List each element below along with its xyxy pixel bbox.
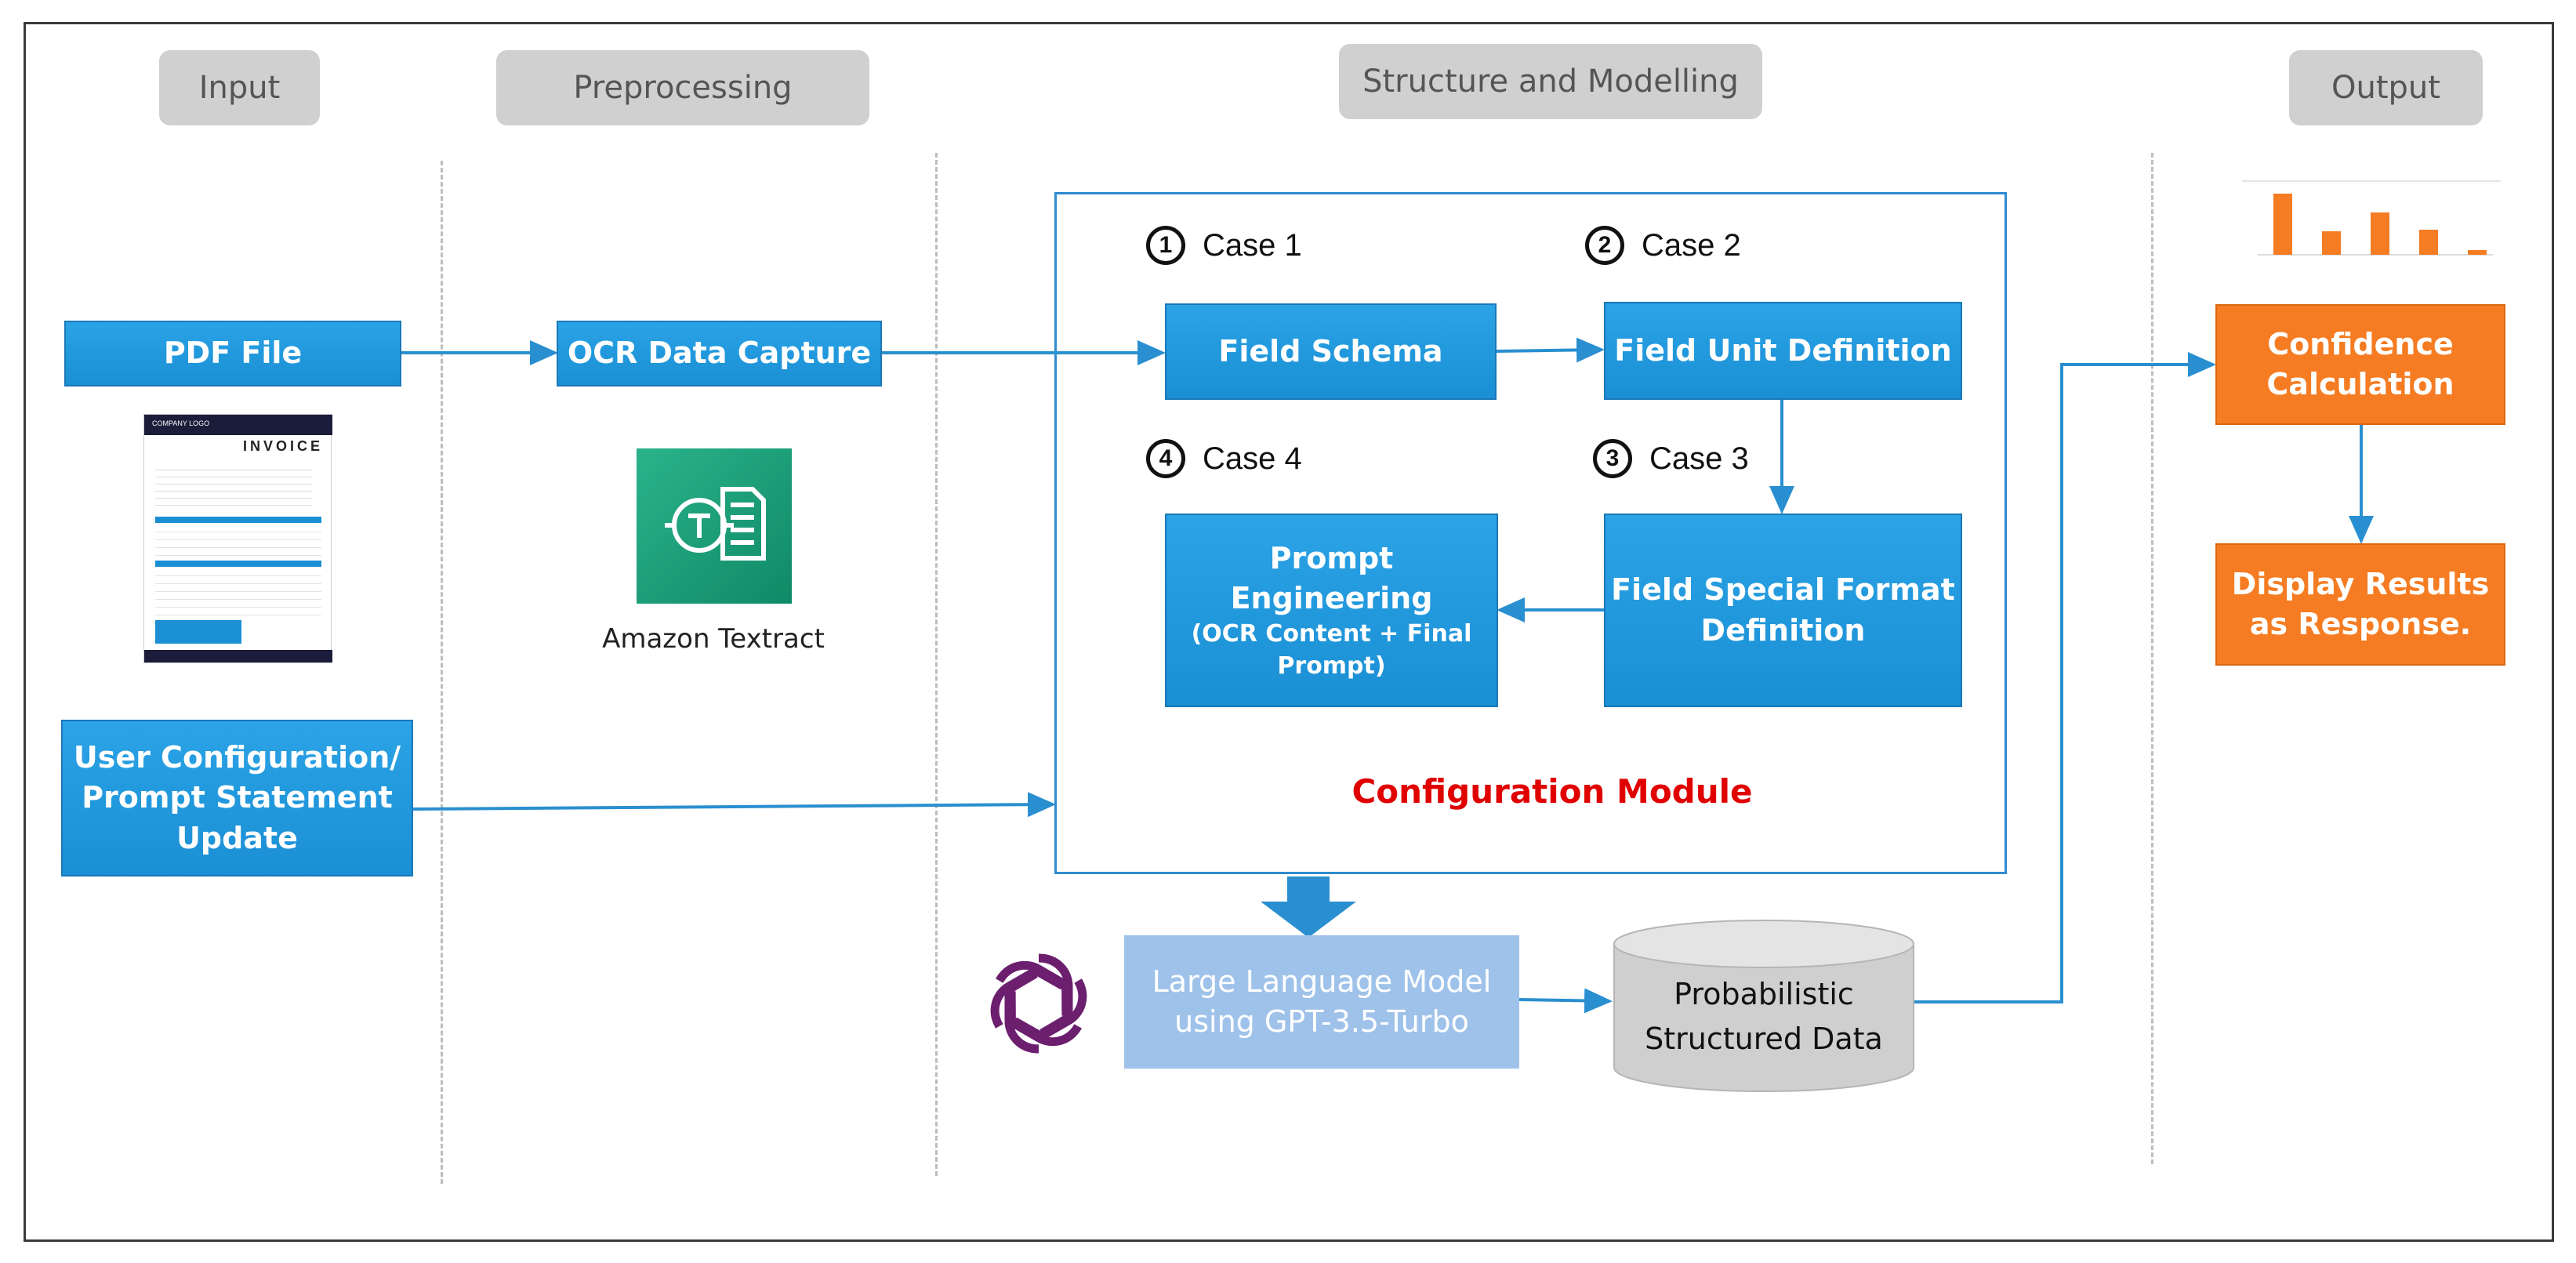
confidence-line-2: Calculation [2266, 367, 2454, 401]
case-1-text: Case 1 [1203, 227, 1302, 263]
case-2-number: 2 [1585, 226, 1624, 265]
display-results-box: Display Results as Response. [2215, 543, 2505, 666]
special-format-line-1: Field Special Format [1611, 572, 1955, 608]
db-line-2: Structured Data [1645, 1022, 1883, 1056]
invoice-title: INVOICE [242, 438, 323, 454]
prompt-line-2: Engineering [1230, 581, 1433, 615]
display-line-1: Display Results [2231, 566, 2490, 601]
confidence-calculation-box: Confidence Calculation [2215, 304, 2505, 425]
user-configuration-box: User Configuration/ Prompt Statement Upd… [61, 720, 413, 876]
phase-preprocessing: Preprocessing [496, 50, 869, 125]
user-config-line-3: Update [176, 820, 298, 855]
case-2-text: Case 2 [1642, 227, 1741, 263]
separator-2 [935, 153, 938, 1176]
prompt-line-3: (OCR Content + Final [1191, 620, 1472, 648]
invoice-logo: COMPANY LOGO [152, 419, 210, 427]
confidence-line-1: Confidence [2267, 326, 2454, 361]
pdf-file-box: PDF File [64, 321, 401, 387]
field-unit-definition-box: Field Unit Definition [1604, 302, 1962, 400]
llm-line-2: using GPT-3.5-Turbo [1174, 1004, 1469, 1039]
case-3-label: 3 Case 3 [1593, 439, 1749, 478]
phase-input: Input [159, 50, 320, 125]
arrow-schema-to-unit [1496, 337, 1605, 363]
arrow-module-to-llm [1261, 876, 1356, 938]
prompt-engineering-box: Prompt Engineering (OCR Content + Final … [1165, 514, 1498, 707]
case-4-label: 4 Case 4 [1146, 439, 1302, 478]
case-4-number: 4 [1146, 439, 1185, 478]
case-1-label: 1 Case 1 [1146, 226, 1302, 265]
special-format-line-2: Definition [1700, 612, 1866, 648]
bar-chart-thumbnail [2242, 176, 2501, 270]
amazon-textract-label: Amazon Textract [602, 623, 825, 655]
database-cylinder [1613, 920, 1914, 1092]
prompt-line-4: Prompt) [1277, 651, 1386, 680]
configuration-module-container [1054, 192, 2007, 874]
arrow-db-to-confidence [1914, 352, 2216, 1004]
arrow-llm-to-db [1518, 988, 1613, 1014]
separator-3 [2151, 153, 2153, 1164]
prompt-line-1: Prompt [1269, 540, 1394, 575]
diagram-frame [24, 22, 2554, 1242]
case-1-number: 1 [1146, 226, 1185, 265]
llm-line-1: Large Language Model [1152, 964, 1492, 999]
phase-output: Output [2289, 50, 2483, 125]
user-config-line-1: User Configuration/ [73, 740, 401, 775]
field-schema-box: Field Schema [1165, 303, 1497, 400]
display-line-2: as Response. [2249, 607, 2472, 641]
case-3-text: Case 3 [1649, 441, 1749, 476]
user-config-line-2: Prompt Statement [82, 780, 393, 815]
case-2-label: 2 Case 2 [1585, 226, 1741, 265]
openai-logo-icon [976, 941, 1101, 1066]
case-3-number: 3 [1593, 439, 1632, 478]
invoice-thumbnail: COMPANY LOGO INVOICE [143, 414, 332, 663]
amazon-textract-icon [637, 448, 792, 604]
field-special-format-box: Field Special Format Definition [1604, 514, 1962, 707]
ocr-data-capture-box: OCR Data Capture [557, 321, 882, 387]
arrow-userconfig-to-module [412, 792, 1056, 818]
llm-box: Large Language Model using GPT-3.5-Turbo [1124, 935, 1519, 1069]
configuration-module-title: Configuration Module [1351, 772, 1753, 811]
case-4-text: Case 4 [1203, 441, 1302, 476]
probabilistic-data-label: Probabilistic Structured Data [1615, 972, 1913, 1062]
phase-structure-modelling: Structure and Modelling [1339, 44, 1762, 119]
separator-1 [441, 161, 443, 1184]
db-line-1: Probabilistic [1674, 977, 1854, 1011]
